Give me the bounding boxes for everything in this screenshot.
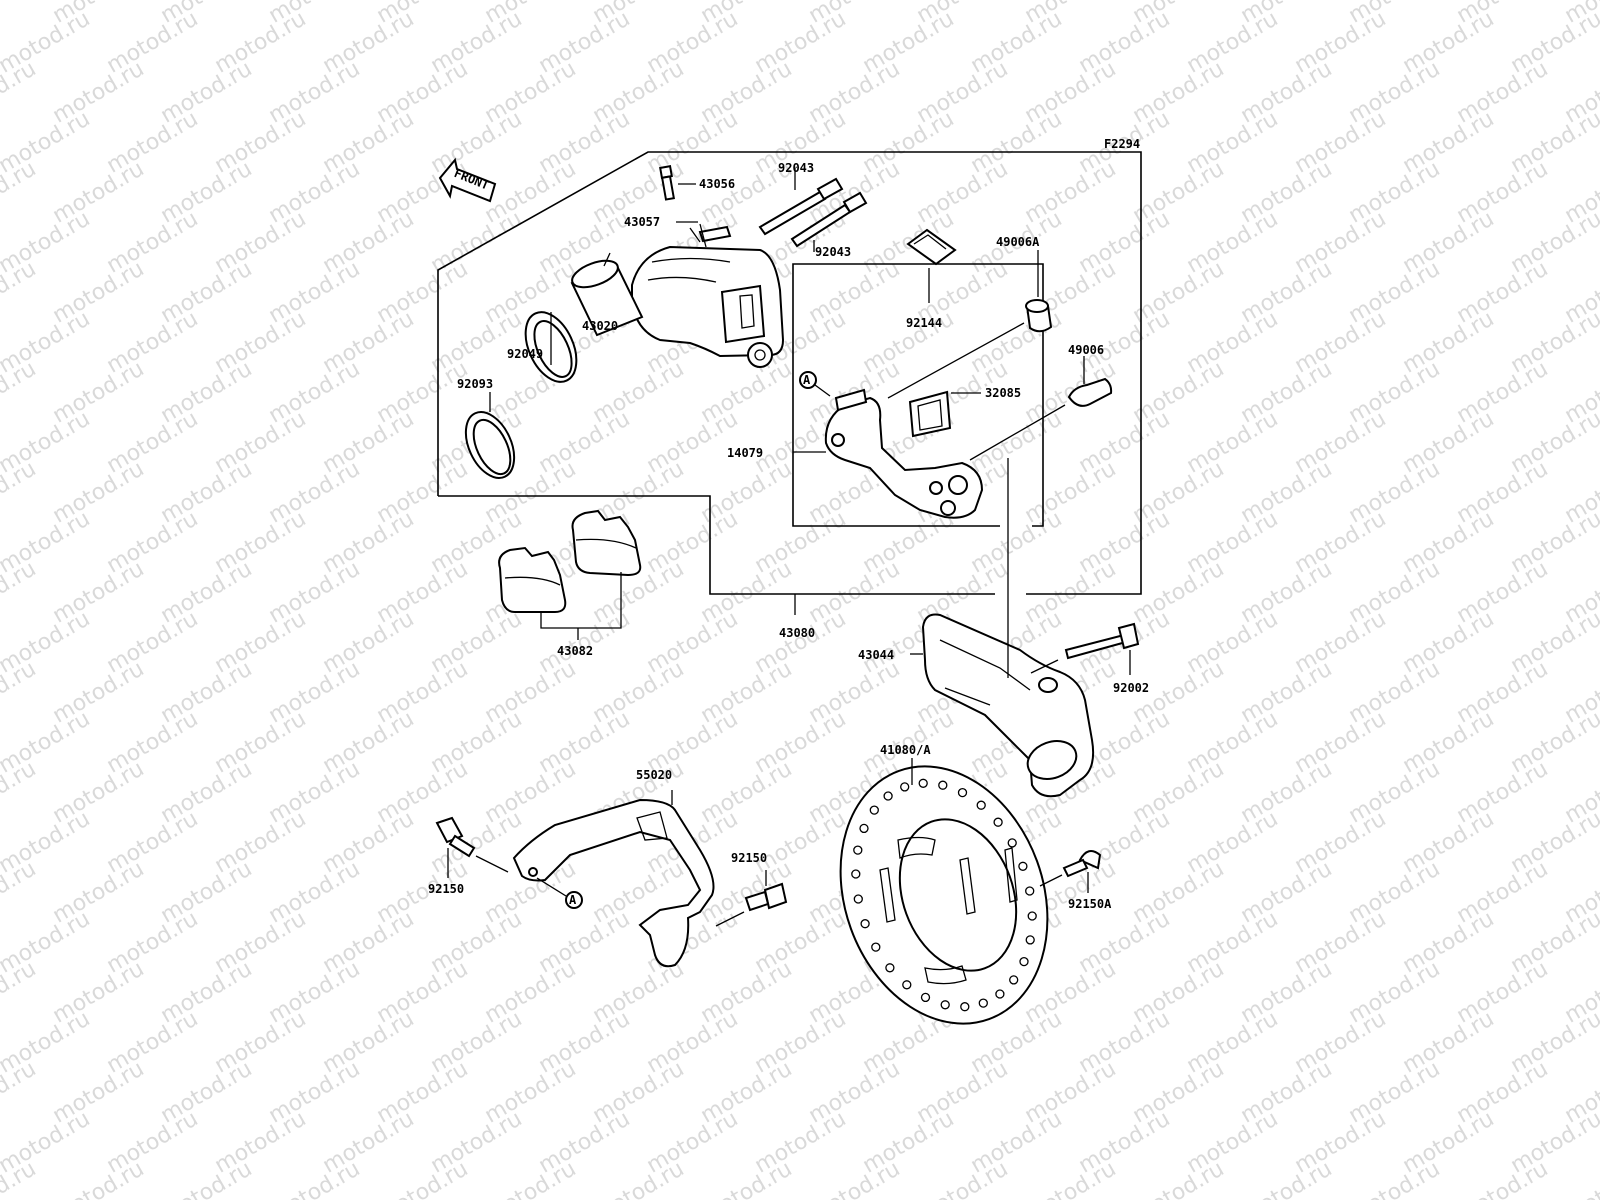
disc-hole <box>853 894 863 904</box>
disc-hole <box>1019 956 1029 967</box>
disc-hole <box>940 1000 950 1010</box>
label-41080A: 41080/A <box>880 743 931 757</box>
label-43057: 43057 <box>624 215 660 229</box>
label-92043-upper: 92043 <box>778 161 814 175</box>
marker-a-text: A <box>803 373 811 387</box>
label-92043-lower: 92043 <box>815 245 851 259</box>
reference-marker-a-upper: A <box>799 371 831 397</box>
caliper-pin-part-2 <box>790 191 868 252</box>
label-43044: 43044 <box>858 648 894 662</box>
caliper-body-part <box>631 223 785 368</box>
label-92150A: 92150A <box>1068 897 1112 911</box>
caliper-assembly-frame-lower <box>438 495 995 595</box>
label-92093: 92093 <box>457 377 493 391</box>
label-32085: 32085 <box>985 386 1021 400</box>
disc-hole <box>1027 911 1037 921</box>
pad-spring-part <box>906 228 957 303</box>
holder-bolt-part <box>1030 622 1140 675</box>
caliper-pin-part-1 <box>758 168 844 236</box>
front-direction-arrow: FRONT <box>438 157 497 203</box>
disc-hole <box>920 992 931 1003</box>
disc-hole <box>851 869 861 879</box>
label-49006: 49006 <box>1068 343 1104 357</box>
disc-hole <box>978 998 988 1008</box>
link-bolt-left-part <box>435 816 509 878</box>
brake-disc-part <box>839 758 1049 1025</box>
disc-hole <box>957 787 968 798</box>
torque-link-part <box>512 790 715 968</box>
bracket-assembly-frame <box>792 263 1044 527</box>
label-92002: 92002 <box>1113 681 1149 695</box>
disc-hole <box>960 1002 970 1012</box>
label-43020: 43020 <box>582 319 618 333</box>
label-43056: 43056 <box>699 177 735 191</box>
disc-hole <box>883 791 893 801</box>
disc-hole <box>938 780 948 790</box>
bleeder-valve-part <box>659 165 696 201</box>
disc-hole <box>1007 838 1017 848</box>
label-14079: 14079 <box>727 446 763 460</box>
caliper-bracket-part <box>793 388 984 519</box>
disc-hole <box>871 942 881 952</box>
label-43082: 43082 <box>557 644 593 658</box>
part-labels: 43056 43057 92043 92043 92144 49006A 430… <box>428 161 1149 911</box>
label-55020: 55020 <box>636 768 672 782</box>
disc-hole <box>1018 861 1028 871</box>
disc-drill-holes <box>851 778 1037 1012</box>
piston-seal-part <box>524 311 578 383</box>
brake-pads-part <box>498 509 642 640</box>
caliper-assembly-frame <box>437 151 1142 595</box>
label-49006A: 49006A <box>996 235 1040 249</box>
disc-hole <box>1025 886 1035 896</box>
disc-hole <box>860 919 870 929</box>
disc-hole <box>900 782 910 792</box>
disc-hole <box>869 805 879 815</box>
disc-hole <box>859 823 869 834</box>
figure-code: F2294 <box>1104 137 1140 151</box>
disc-hole <box>853 845 863 855</box>
dust-seal-part <box>464 392 516 479</box>
disc-hole <box>1025 935 1035 945</box>
marker-a-text-lower: A <box>569 893 577 907</box>
disc-hole <box>995 989 1005 999</box>
disc-hole <box>885 963 895 973</box>
reference-marker-a-lower: A <box>536 877 583 909</box>
disc-bolt-part <box>1039 850 1102 893</box>
disc-hole <box>976 800 986 810</box>
disc-hole <box>1009 975 1019 985</box>
pin-boot-lower-part <box>969 356 1113 461</box>
label-92150-right: 92150 <box>731 851 767 865</box>
caliper-holder-part <box>910 458 1095 798</box>
label-92144: 92144 <box>906 316 942 330</box>
label-92049: 92049 <box>507 347 543 361</box>
label-43080: 43080 <box>779 626 815 640</box>
label-92150-left: 92150 <box>428 882 464 896</box>
disc-hole <box>902 980 912 990</box>
disc-hole <box>993 817 1003 827</box>
bleeder-cap-part <box>676 221 732 243</box>
disc-hole <box>918 778 928 788</box>
link-bolt-right-part <box>715 870 788 927</box>
pad-spring-bracket-part <box>908 390 981 438</box>
piston-part <box>570 252 644 337</box>
pin-boot-upper-part <box>887 250 1053 399</box>
